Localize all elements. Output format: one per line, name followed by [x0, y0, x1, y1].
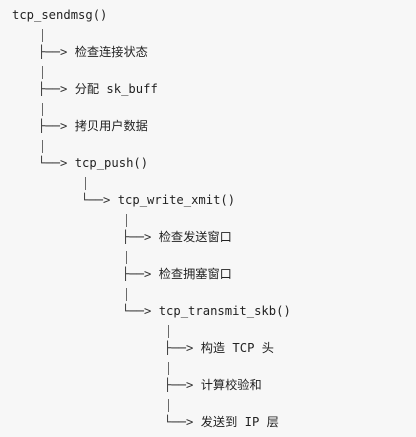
tree-branch: ├──> — [38, 119, 68, 133]
node-label: 拷贝用户数据 — [74, 119, 148, 133]
tree-connector — [126, 251, 127, 264]
tree-node-tcp-push: └──> tcp_push() — [38, 156, 148, 170]
node-label: 构造 TCP 头 — [200, 341, 274, 355]
tree-node-check-congestion-window: ├──> 检查拥塞窗口 — [122, 267, 232, 281]
tree-node-tcp-write-xmit: └──> tcp_write_xmit() — [81, 193, 235, 207]
tree-connector — [42, 103, 43, 116]
node-label: 发送到 IP 层 — [200, 415, 279, 429]
tree-branch: └──> — [122, 304, 152, 318]
tree-node-compute-checksum: ├──> 计算校验和 — [164, 378, 262, 392]
tree-branch: ├──> — [164, 378, 194, 392]
tree-connector — [85, 177, 86, 190]
node-label: tcp_write_xmit() — [117, 193, 236, 207]
node-label: 检查发送窗口 — [158, 230, 232, 244]
tree-connector — [42, 140, 43, 153]
tree-branch: ├──> — [122, 230, 152, 244]
node-label: tcp_transmit_skb() — [158, 304, 291, 318]
tree-branch: └──> — [81, 193, 111, 207]
tree-branch: ├──> — [38, 45, 68, 59]
tree-connector — [126, 288, 127, 301]
node-label: 检查拥塞窗口 — [158, 267, 232, 281]
tree-connector — [42, 29, 43, 42]
root-node: tcp_sendmsg() — [12, 8, 108, 22]
tree-connector — [42, 66, 43, 79]
tree-branch: └──> — [164, 415, 194, 429]
tree-node-check-connection: ├──> 检查连接状态 — [38, 45, 148, 59]
tree-node-copy-user-data: ├──> 拷贝用户数据 — [38, 119, 148, 133]
tree-node-check-send-window: ├──> 检查发送窗口 — [122, 230, 232, 244]
node-label: 检查连接状态 — [74, 45, 148, 59]
tree-node-build-tcp-header: ├──> 构造 TCP 头 — [164, 341, 274, 355]
node-label: tcp_push() — [74, 156, 149, 170]
tree-branch: ├──> — [38, 82, 68, 96]
tree-node-send-to-ip-layer: └──> 发送到 IP 层 — [164, 415, 279, 429]
tree-connector — [168, 362, 169, 375]
tree-branch: └──> — [38, 156, 68, 170]
node-label: 分配 sk_buff — [74, 82, 158, 96]
tree-connector — [126, 214, 127, 227]
tree-branch: ├──> — [122, 267, 152, 281]
node-label: 计算校验和 — [200, 378, 262, 392]
tree-node-alloc-skb: ├──> 分配 sk_buff — [38, 82, 158, 96]
tree-node-tcp-transmit-skb: └──> tcp_transmit_skb() — [122, 304, 291, 318]
tree-connector — [168, 325, 169, 338]
tree-branch: ├──> — [164, 341, 194, 355]
tree-connector — [168, 399, 169, 412]
